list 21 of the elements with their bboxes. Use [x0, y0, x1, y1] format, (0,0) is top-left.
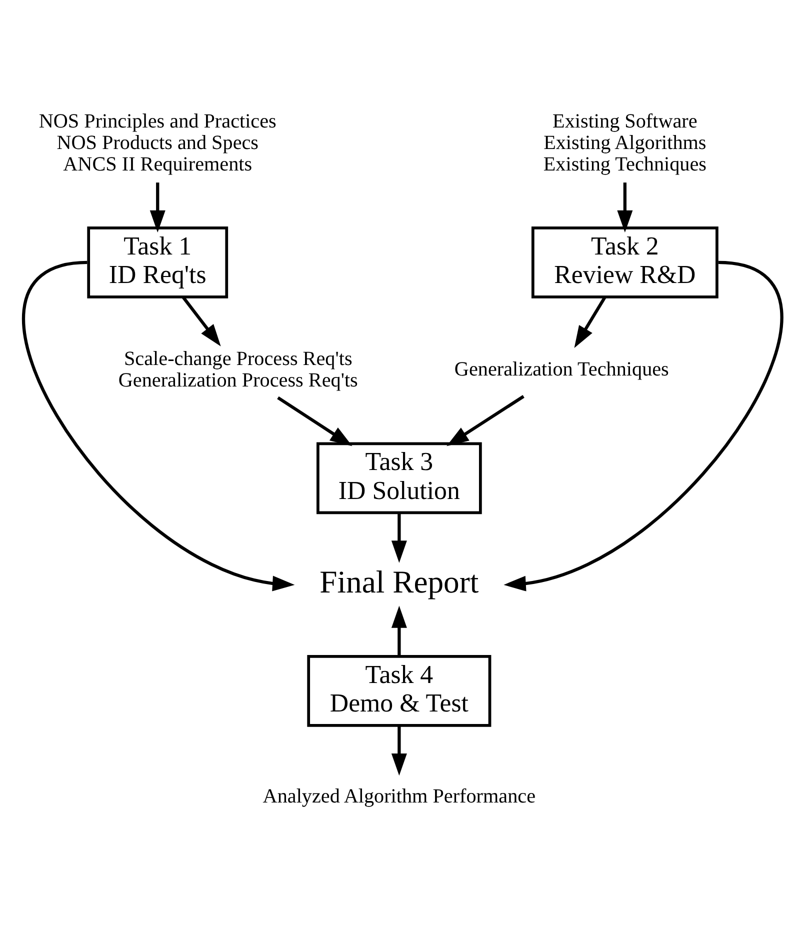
node-box: Task 2 Review R&D: [531, 226, 718, 298]
node-box: Task 3 ID Solution: [316, 442, 482, 514]
node-box: Task 4 Demo & Test: [307, 655, 492, 727]
arrow: [574, 296, 606, 348]
node-text: Scale-change Process Req'ts Generalization Process Req'ts: [118, 348, 358, 392]
node-text: Analyzed Algorithm Performance: [262, 786, 536, 808]
arrow: [391, 726, 407, 776]
node-box: Task 1 ID Req'ts: [87, 226, 228, 298]
arrow: [617, 182, 633, 233]
arrow: [391, 512, 407, 563]
node-text: NOS Principles and Practices NOS Products and Specs ANCS II Requirements: [38, 110, 276, 176]
node-text: Final Report: [320, 564, 479, 600]
arrow: [182, 296, 221, 346]
arrow: [446, 395, 524, 446]
node-text: Generalization Techniques: [454, 358, 669, 381]
arrow: [277, 396, 352, 446]
arrow: [22, 260, 295, 592]
arrow: [504, 260, 783, 592]
node-text: Existing Software Existing Algorithms Existing Techniques: [543, 110, 706, 176]
arrow: [391, 606, 407, 656]
arrow: [150, 182, 166, 233]
